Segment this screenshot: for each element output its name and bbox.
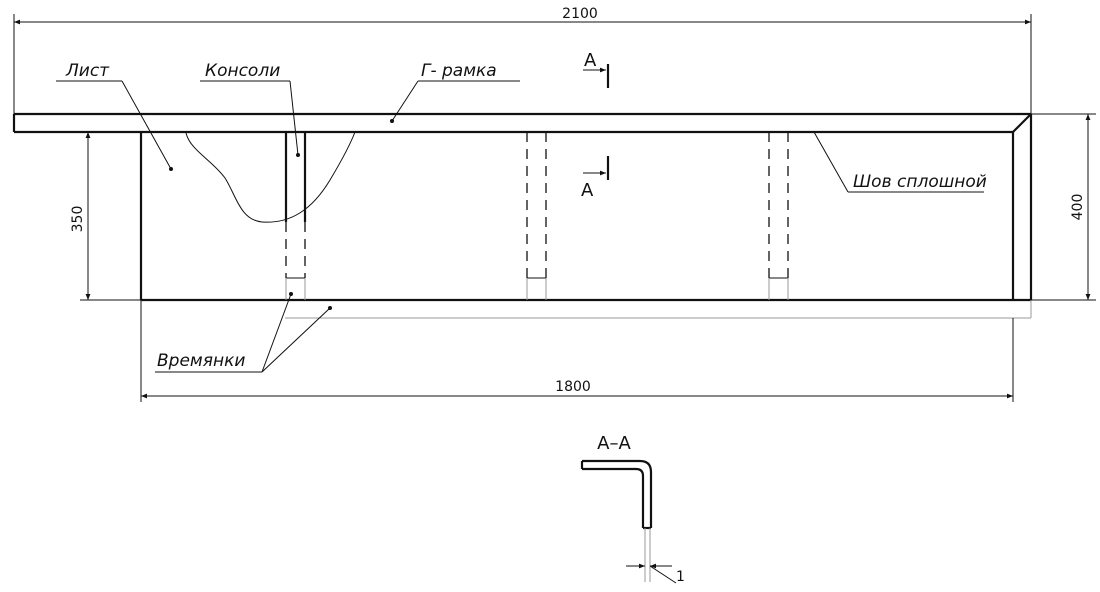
- leader-g-frame: Г- рамка: [390, 61, 520, 123]
- console-1: [284, 132, 307, 300]
- dimension-thickness-label: 1: [676, 569, 685, 585]
- dimension-sheet-height: 350: [70, 131, 141, 301]
- section-title: А–А: [597, 433, 631, 454]
- dimension-total-height: 400: [1031, 113, 1096, 301]
- section-view: А–А 1: [580, 433, 685, 585]
- g-frame-leg: [1011, 114, 1033, 302]
- console-3: [768, 132, 789, 300]
- dimension-2100-label: 2100: [562, 6, 598, 22]
- dimension-400-label: 400: [1070, 194, 1086, 221]
- dimension-350-label: 350: [70, 206, 86, 233]
- dimension-sheet-length: 1800: [140, 300, 1014, 402]
- leader-weld: Шов сплошной: [813, 131, 987, 193]
- g-frame-flange: [12, 112, 1032, 134]
- dimension-1800-label: 1800: [555, 379, 591, 395]
- label-weld: Шов сплошной: [853, 172, 987, 192]
- break-line: [185, 131, 356, 223]
- label-temporary: Времянки: [157, 351, 245, 371]
- label-g-frame: Г- рамка: [421, 61, 497, 81]
- label-sheet: Лист: [65, 61, 110, 81]
- sheet-outline: [139, 132, 1032, 319]
- leader-consoles: Консоли: [200, 61, 300, 157]
- console-2: [526, 132, 547, 300]
- section-marker-top: А: [583, 50, 610, 88]
- label-consoles: Консоли: [205, 61, 280, 81]
- section-marker-bottom-label: А: [581, 180, 594, 201]
- section-marker-bottom: А: [581, 156, 610, 201]
- leader-temporary: Времянки: [155, 292, 332, 373]
- section-marker-top-label: А: [584, 50, 597, 71]
- dimension-overall-length: 2100: [13, 6, 1032, 114]
- leader-sheet: Лист: [56, 61, 173, 171]
